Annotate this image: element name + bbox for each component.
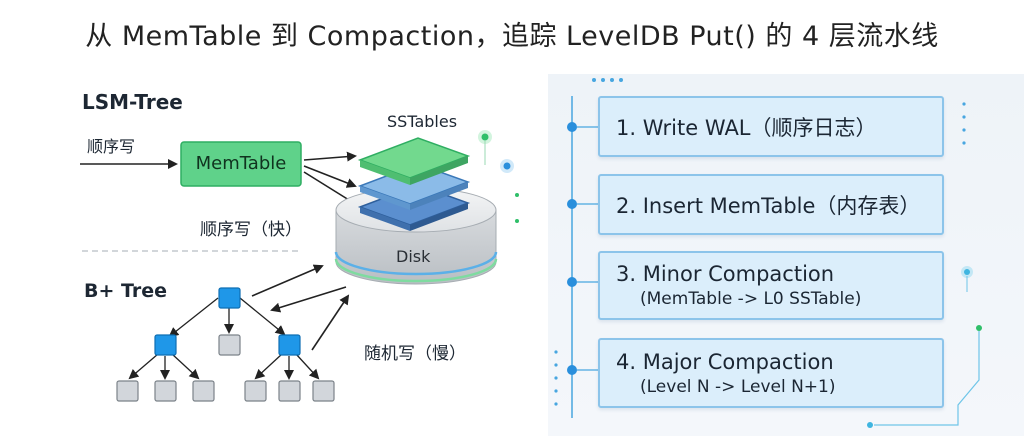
pipeline-step-4-major-compaction: 4. Major Compaction (Level N -> Level N+… [598,338,944,408]
pipeline-rail [567,96,598,418]
pipeline-step-3-minor-compaction: 3. Minor Compaction (MemTable -> L0 SSTa… [598,251,944,320]
sstable-layer-top [357,137,471,185]
bplus-tree-label: B+ Tree [84,280,168,302]
step-4-detail: (Level N -> Level N+1) [640,376,836,397]
disk-label: Disk [396,247,431,266]
step-2-title: 2. Insert MemTable（内存表） [616,193,921,218]
flush-arrow-middle [303,165,357,188]
random-write-arrow-up [251,264,324,297]
bplus-leaf-node [278,380,301,402]
decor-dots [554,78,966,406]
bplus-leaf-node [244,380,267,402]
bplus-internal-node-middle [218,334,241,356]
sstables-label: SSTables [387,112,458,131]
random-write-arrow-diagonal [311,294,350,351]
flush-arrow-top [303,151,357,162]
bplus-internal-node-right [278,334,301,356]
pipeline-step-2-insert-memtable: 2. Insert MemTable（内存表） [598,174,944,235]
step-3-detail: (MemTable -> L0 SSTable) [640,289,862,309]
page-title: 从 MemTable 到 Compaction，追踪 LevelDB Put()… [85,21,939,52]
bplus-tree-edges [128,297,320,380]
random-write-slow-label: 随机写（慢） [364,344,466,364]
glow-dots [478,130,519,223]
bplus-internal-node-left [154,334,177,356]
circuit-trace [867,266,982,428]
step-1-title: 1. Write WAL（顺序日志） [616,115,877,140]
sstable-layer-middle [357,163,471,210]
step-3-title: 3. Minor Compaction [616,262,835,286]
seq-write-input-label: 顺序写 [87,137,136,156]
disk-cylinder [334,187,498,285]
bplus-leaf-node [154,380,177,402]
memtable-box [180,141,302,187]
bplus-leaf-node [116,380,139,402]
bplus-leaf-node [312,380,335,402]
pipeline-step-1-write-wal: 1. Write WAL（顺序日志） [598,96,944,157]
seq-write-fast-label: 顺序写（快） [200,220,302,240]
bplus-root-node [218,287,241,309]
lsm-tree-label: LSM-Tree [82,90,183,114]
bplus-leaf-node [192,380,215,402]
memtable-label: MemTable [195,153,287,174]
step-4-title: 4. Major Compaction [616,349,834,374]
random-write-arrow-back [270,286,347,313]
